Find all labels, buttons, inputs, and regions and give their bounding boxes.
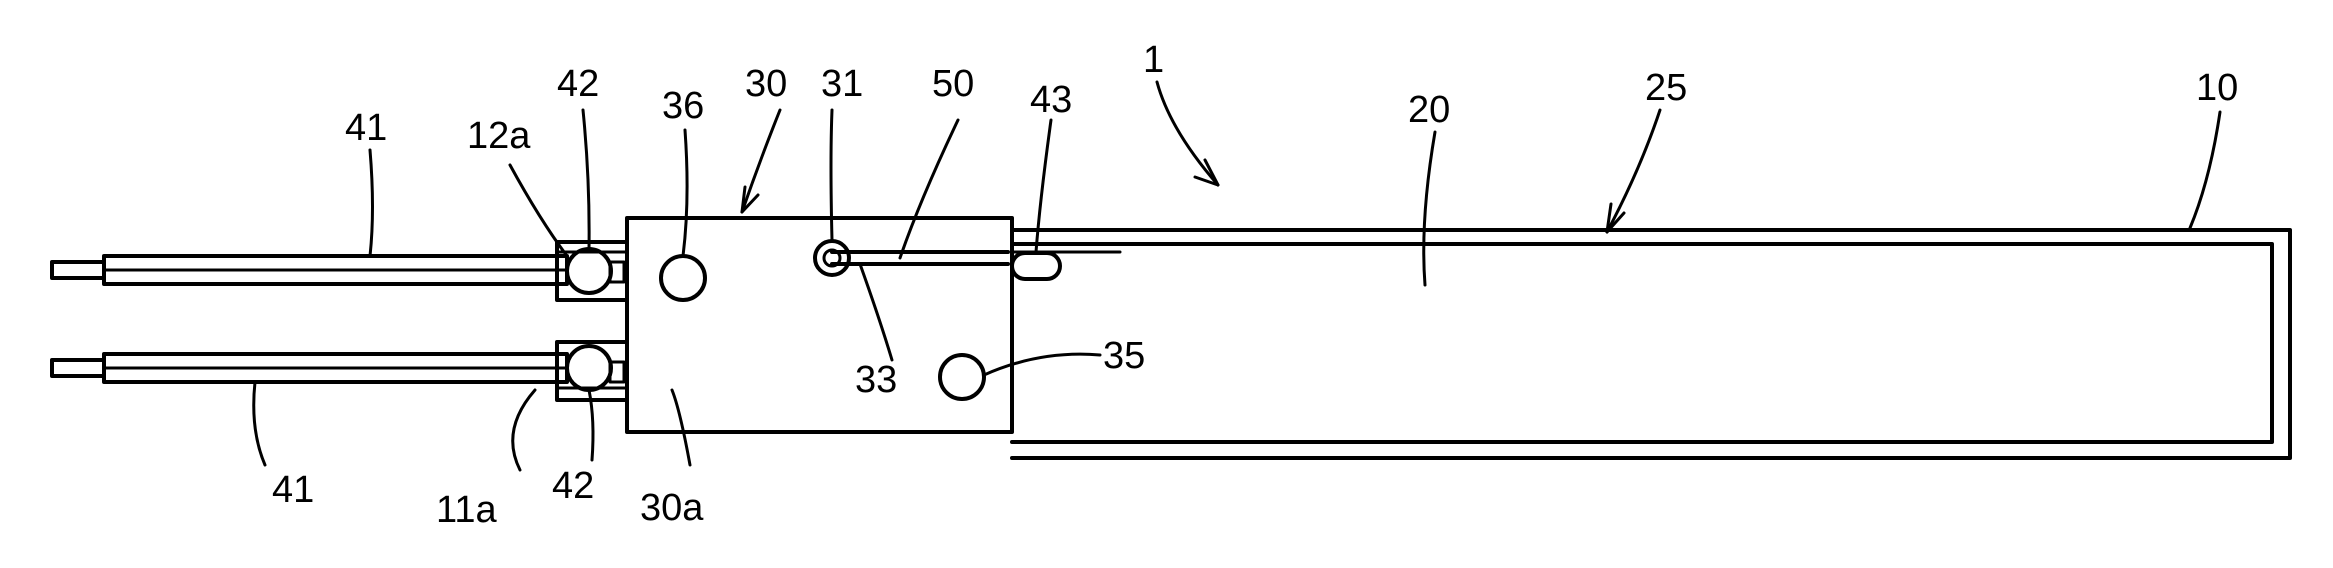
- hole-35: [940, 355, 984, 399]
- pin-43: [1012, 253, 1060, 279]
- hole-36: [661, 256, 705, 300]
- label-1: 1: [1143, 39, 1164, 81]
- label-41-lower: 41: [272, 469, 314, 511]
- label-11a: 11a: [436, 489, 497, 531]
- label-12a: 12a: [467, 115, 531, 157]
- label-42-upper: 42: [557, 63, 599, 105]
- label-20: 20: [1408, 89, 1450, 131]
- hole-31: [815, 241, 849, 275]
- lower-terminal-circle: [567, 346, 611, 390]
- lower-lead-wire: [52, 354, 567, 382]
- label-35: 35: [1103, 335, 1145, 377]
- label-31: 31: [821, 63, 863, 105]
- label-25: 25: [1645, 67, 1687, 109]
- outer-strip: [1012, 230, 2290, 458]
- label-36: 36: [662, 85, 704, 127]
- upper-terminal-circle: [567, 249, 611, 293]
- label-42-lower: 42: [552, 465, 594, 507]
- label-43: 43: [1030, 79, 1072, 121]
- upper-lead-wire: [52, 256, 567, 284]
- label-33: 33: [855, 359, 897, 401]
- label-10: 10: [2196, 67, 2238, 109]
- label-50: 50: [932, 63, 974, 105]
- label-30: 30: [745, 63, 787, 105]
- label-30a: 30a: [640, 487, 704, 529]
- wire-50: [832, 252, 1008, 264]
- label-41-upper: 41: [345, 107, 387, 149]
- leader-lines: [254, 82, 2220, 470]
